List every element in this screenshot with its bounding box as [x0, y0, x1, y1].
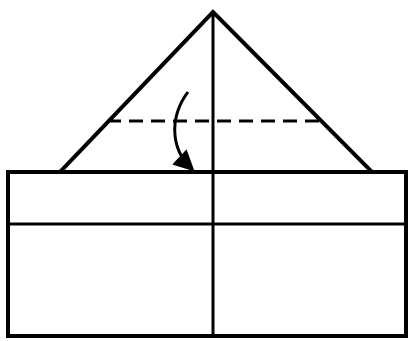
- triangle-flap: [60, 12, 372, 172]
- paper-rectangle-base: [8, 172, 406, 336]
